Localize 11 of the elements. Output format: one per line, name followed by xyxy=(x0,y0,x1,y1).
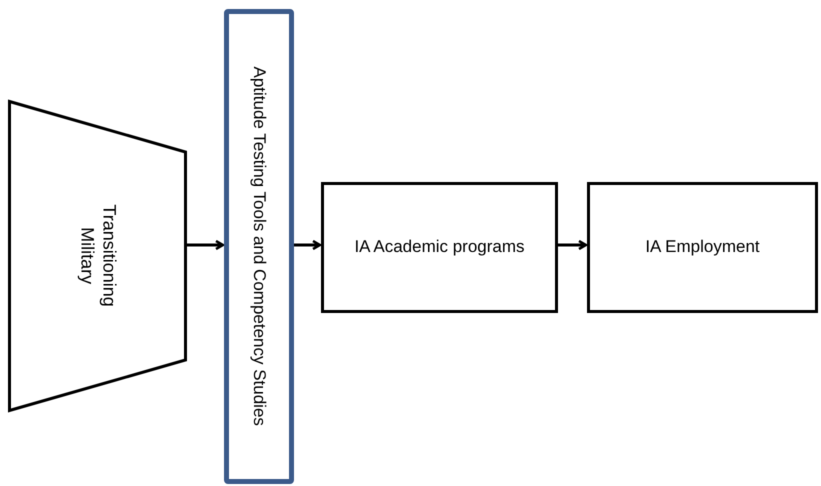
arrow xyxy=(558,240,588,250)
arrow xyxy=(187,240,224,250)
arrow xyxy=(294,240,322,250)
process-box xyxy=(587,182,818,313)
process-box xyxy=(321,182,558,313)
vertical-box xyxy=(224,9,294,484)
node-label: IA Employment xyxy=(645,237,760,258)
node-label: Aptitude Testing Tools and Competency Studies xyxy=(249,66,270,426)
trapezoid-shape xyxy=(8,100,187,412)
node-label: IA Academic programs xyxy=(354,237,525,258)
node-label: Transitioning Military xyxy=(76,204,120,310)
